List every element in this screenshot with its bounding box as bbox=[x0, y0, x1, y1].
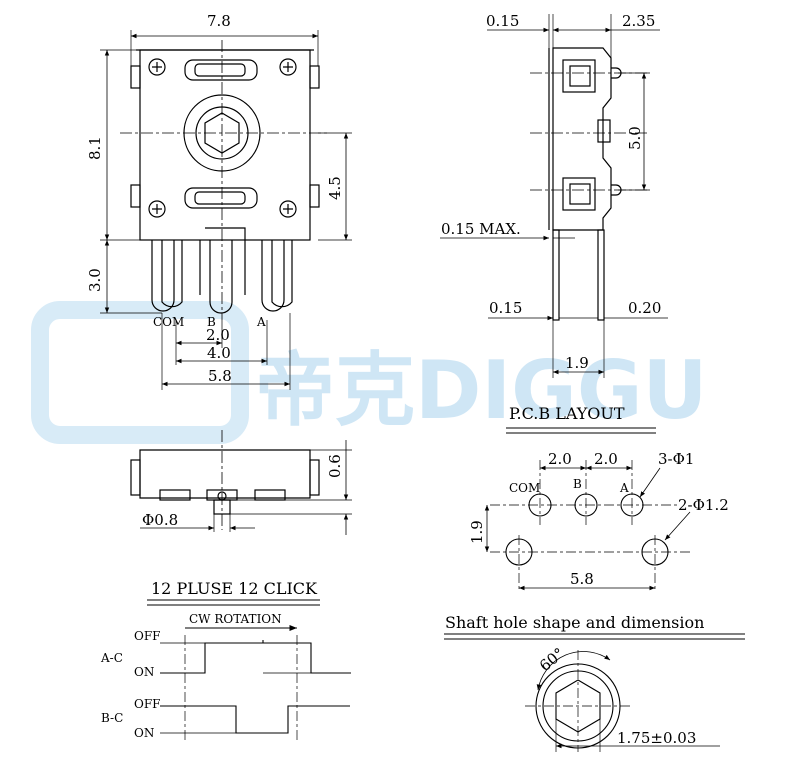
dim-pitch-1: 2.0 bbox=[206, 326, 230, 344]
pcb-layout bbox=[484, 427, 691, 591]
side-body bbox=[552, 47, 612, 231]
label-b: B bbox=[207, 315, 216, 329]
shaft-title: Shaft hole shape and dimension bbox=[445, 613, 704, 632]
dim-pitch-2: 4.0 bbox=[207, 344, 231, 362]
dim-side-bottom-left: 0.15 bbox=[489, 299, 522, 317]
dim-side-height: 5.0 bbox=[626, 126, 644, 150]
timing-bc-on: ON bbox=[134, 726, 154, 740]
dim-side-top-left: 0.15 bbox=[486, 12, 519, 30]
timing-rotation: CW ROTATION bbox=[189, 612, 282, 626]
watermark: 帝克DIGGU bbox=[31, 301, 707, 444]
terminal-b bbox=[205, 227, 246, 314]
side-view bbox=[440, 14, 668, 378]
timing-ac-off: OFF bbox=[134, 629, 161, 643]
timing-bc-off: OFF bbox=[134, 697, 161, 711]
dim-bottom-height: 0.6 bbox=[326, 454, 344, 478]
pcb-hole-small-label: 3-Φ1 bbox=[658, 450, 694, 468]
dim-height: 8.1 bbox=[86, 136, 104, 160]
dim-terminal-length: 3.0 bbox=[86, 268, 104, 292]
pcb-vert: 1.9 bbox=[468, 520, 486, 544]
shaft-detail bbox=[444, 633, 745, 752]
timing-title: 12 PLUSE 12 CLICK bbox=[151, 579, 318, 598]
front-body bbox=[139, 49, 311, 241]
terminal-com bbox=[151, 240, 175, 312]
dim-span: 5.8 bbox=[208, 367, 232, 385]
bottom-view bbox=[130, 430, 352, 535]
dim-side-bottom-right: 0.20 bbox=[628, 299, 661, 317]
pcb-label-a: A bbox=[619, 481, 629, 495]
pcb-label-b: B bbox=[573, 477, 582, 491]
label-com: COM bbox=[153, 315, 184, 329]
dim-pin-diameter: Φ0.8 bbox=[142, 511, 178, 529]
shaft-angle: 60° bbox=[536, 644, 568, 675]
dim-center-offset: 4.5 bbox=[326, 176, 344, 200]
pcb-hole-large-label: 2-Φ1.2 bbox=[678, 496, 729, 514]
label-a: A bbox=[256, 315, 266, 329]
timing-row-bc: B-C bbox=[101, 711, 123, 725]
dim-side-bottom-span: 1.9 bbox=[565, 354, 589, 372]
waveform-ac bbox=[160, 640, 351, 674]
watermark-text: 帝克DIGGU bbox=[255, 344, 707, 437]
front-view bbox=[100, 30, 352, 390]
terminal-a bbox=[261, 240, 285, 312]
pcb-pitch-a: 2.0 bbox=[548, 450, 572, 468]
dim-side-top-right: 2.35 bbox=[622, 12, 655, 30]
timing-diagram bbox=[147, 599, 351, 740]
pcb-label-com: COM bbox=[509, 481, 540, 495]
timing-row-ac: A-C bbox=[100, 651, 123, 665]
shaft-size: 1.75±0.03 bbox=[617, 729, 696, 747]
pcb-title: P.C.B LAYOUT bbox=[509, 404, 625, 423]
dim-side-max: 0.15 MAX. bbox=[441, 220, 521, 238]
pcb-pitch-b: 2.0 bbox=[594, 450, 618, 468]
dim-width: 7.8 bbox=[207, 12, 231, 30]
pcb-span: 5.8 bbox=[570, 570, 594, 588]
waveform-bc bbox=[160, 705, 350, 734]
timing-ac-on: ON bbox=[134, 665, 154, 679]
